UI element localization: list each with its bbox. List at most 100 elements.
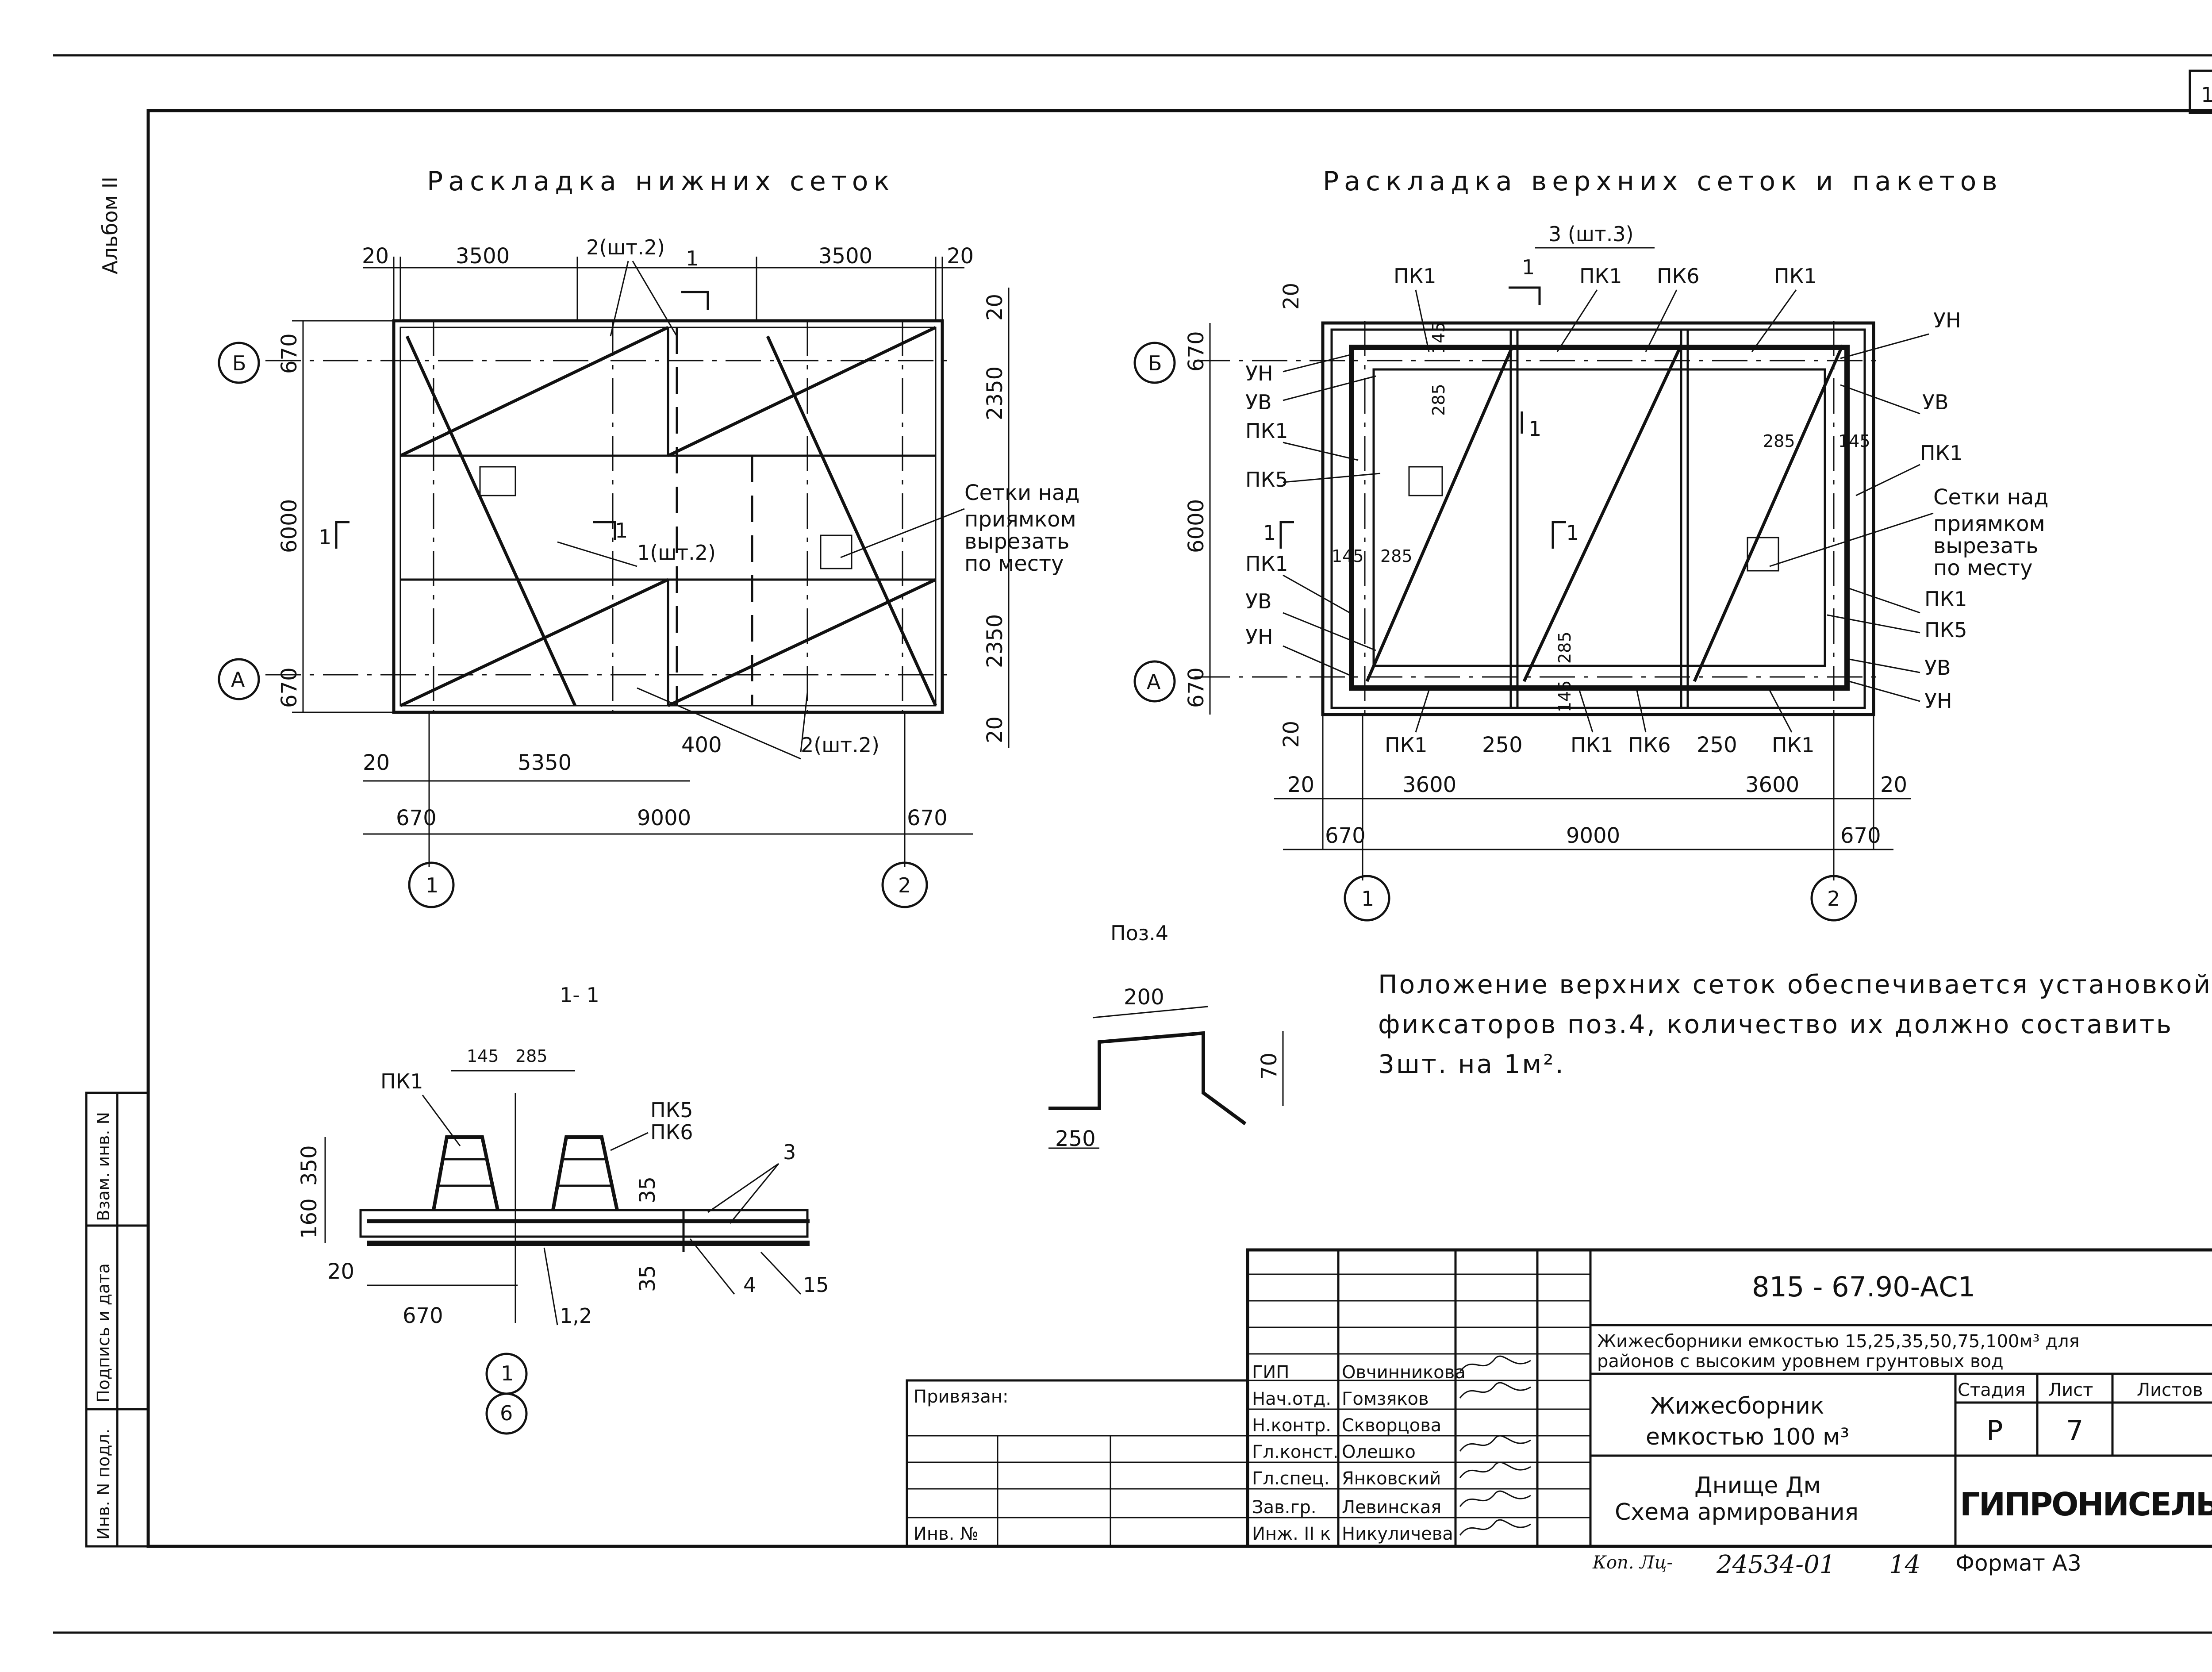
name-levinskaya: Левинская [1342,1497,1441,1518]
label-un-left-top: УН [1245,361,1273,385]
tb-project-2: районов с высоким уровнем грунтовых вод [1597,1351,2004,1372]
label-pk1-left-top: ПК1 [1245,419,1288,443]
dim-20-upper-left-top: 20 [1279,283,1304,310]
dim-285-d: 285 [1555,631,1575,664]
section-axis-1: 1 [501,1361,514,1385]
section-label-3: 3 [783,1140,796,1164]
dim-20-top-right: 20 [947,244,974,269]
label-uv-right-bottom: УВ [1924,656,1951,680]
attached-label: Привязан: [914,1387,1009,1407]
dim-6000-left: 6000 [277,499,302,553]
section-pk5: ПК5 [650,1098,693,1122]
dim-670-upper-left-top: 670 [1184,331,1209,372]
dim-3500-left: 3500 [456,244,510,269]
dim-670-upper-bottom-left: 670 [1325,823,1366,848]
tb-format: Формат А3 [1955,1550,2081,1576]
axis-a-upper: А [1147,670,1161,694]
side-label-sign: Подпись и дата [94,1263,113,1403]
label-cut-1-center: 1 [1566,521,1579,545]
label-mesh2-bottom: 2(шт.2) [801,733,879,757]
dim-2350-right-bottom: 2350 [983,614,1007,668]
tb-org: ГИПРОНИСЕЛЬХОЗ [1960,1486,2212,1523]
section-d350: 350 [297,1145,322,1186]
name-nikulicheva: Никуличева [1342,1524,1453,1544]
section-title: 1- 1 [560,983,599,1007]
role-gl-spec: Гл.спец. [1252,1468,1329,1489]
axis-2-lower: 2 [898,873,911,897]
axis-b-lower: Б [232,351,246,375]
label-uv-left-bottom: УВ [1245,589,1272,613]
tb-project-1: Жижесборники емкостью 15,25,35,50,75,100… [1597,1331,2080,1352]
label-cut-1-left: 1 [1263,521,1276,545]
note-line-3: 3шт. на 1м². [1378,1049,1565,1079]
label-pk6-bottom: ПК6 [1628,733,1671,757]
note-lower-2: приямком [964,507,1076,532]
section-1-1: 1- 1 ПК1 145 285 ПК5 ПК6 350 160 35 35 2… [297,983,829,1435]
tb-sheet: 7 [2066,1414,2083,1447]
dim-145-b: 145 [1838,431,1870,451]
tb-stage: Р [1986,1414,2003,1447]
section-d670: 670 [403,1303,443,1328]
dim-285-a: 285 [1429,384,1448,416]
sheet-number: 13 [2201,83,2212,107]
name-ovchinnikova: Овчинникова [1342,1362,1466,1383]
section-d20: 20 [327,1259,354,1284]
label-cut-1-mid: 1 [1528,417,1541,441]
role-nach-otd: Нач.отд. [1252,1389,1331,1409]
tb-page: 14 [1889,1550,1920,1579]
dim-20-bottom: 20 [363,750,390,775]
label-pk1-bottom-b: ПК1 [1571,733,1613,757]
pos4-detail: Поз.4 200 70 250 [1048,921,1284,1151]
section-d145: 145 [467,1046,499,1066]
axis-2-upper: 2 [1827,887,1840,911]
tb-code: 815 - 67.90-АС1 [1752,1271,1975,1303]
note-lower-4: по месту [964,551,1064,576]
tb-sheet-label: Лист [2048,1380,2093,1400]
dim-400: 400 [681,733,722,757]
dim-20-upper-bottom-left: 20 [1287,773,1314,797]
section-d160: 160 [297,1198,322,1239]
dim-20-right-bottom: 20 [983,716,1007,743]
dim-250-b: 250 [1697,733,1737,757]
label-pk1-top-c: ПК1 [1774,264,1817,288]
section-d35-bottom: 35 [635,1265,660,1292]
section-label-15: 15 [803,1273,829,1297]
dim-670-upper-bottom-right: 670 [1840,823,1881,848]
label-cut-1-top: 1 [1522,255,1535,279]
label-pk1-bottom-c: ПК1 [1772,733,1815,757]
axis-1-upper: 1 [1361,887,1374,911]
lower-plan-title: Раскладка нижних сеток [427,166,895,197]
title-block: Привязан: Инв. № ГИП Нач.отд. Н.контр. Г… [906,1248,2212,1579]
label-uv-left-top: УВ [1245,390,1272,414]
dim-3600-left: 3600 [1402,773,1456,797]
label-mesh2-top: 2(шт.2) [586,235,665,259]
dim-145-d: 145 [1555,680,1575,712]
dim-5350: 5350 [518,750,572,775]
name-skvortsova: Скворцова [1342,1415,1441,1436]
cut-1-left: 1 [319,525,331,549]
dim-670-bottom-right: 670 [907,806,948,830]
side-stamp: Инв. N подл. Подпись и дата Взам. инв. N [85,1092,150,1548]
label-un-right-top: УН [1933,308,1961,332]
tb-copied: Коп. Лц- [1592,1553,1673,1573]
dim-20-right-top: 20 [983,294,1007,321]
label-pk1-right-top: ПК1 [1920,441,1963,465]
dim-145-a: 145 [1429,322,1448,354]
tb-sheet-title-1: Днище Дм [1694,1472,1821,1499]
album-label: Альбом II [98,177,122,274]
label-mesh1: 1(шт.2) [637,541,716,565]
label-un-right-bottom: УН [1924,689,1952,713]
name-oleshko: Олешко [1342,1442,1416,1462]
pos4-d200: 200 [1124,985,1164,1010]
section-label-12: 1,2 [560,1304,592,1328]
dim-670-upper-left-bottom: 670 [1184,667,1209,708]
name-yankovsky: Янковский [1342,1468,1441,1489]
dim-670-left-bottom: 670 [277,667,302,708]
inv-label: Инв. № [914,1524,979,1544]
note-lower-1: Сетки над [964,480,1079,505]
note-upper-4: по месту [1933,556,2033,580]
tb-object-1: Жижесборник [1650,1393,1824,1419]
section-d35-top: 35 [635,1176,660,1203]
pos4-d250: 250 [1055,1126,1096,1151]
section-d285: 285 [515,1046,548,1066]
